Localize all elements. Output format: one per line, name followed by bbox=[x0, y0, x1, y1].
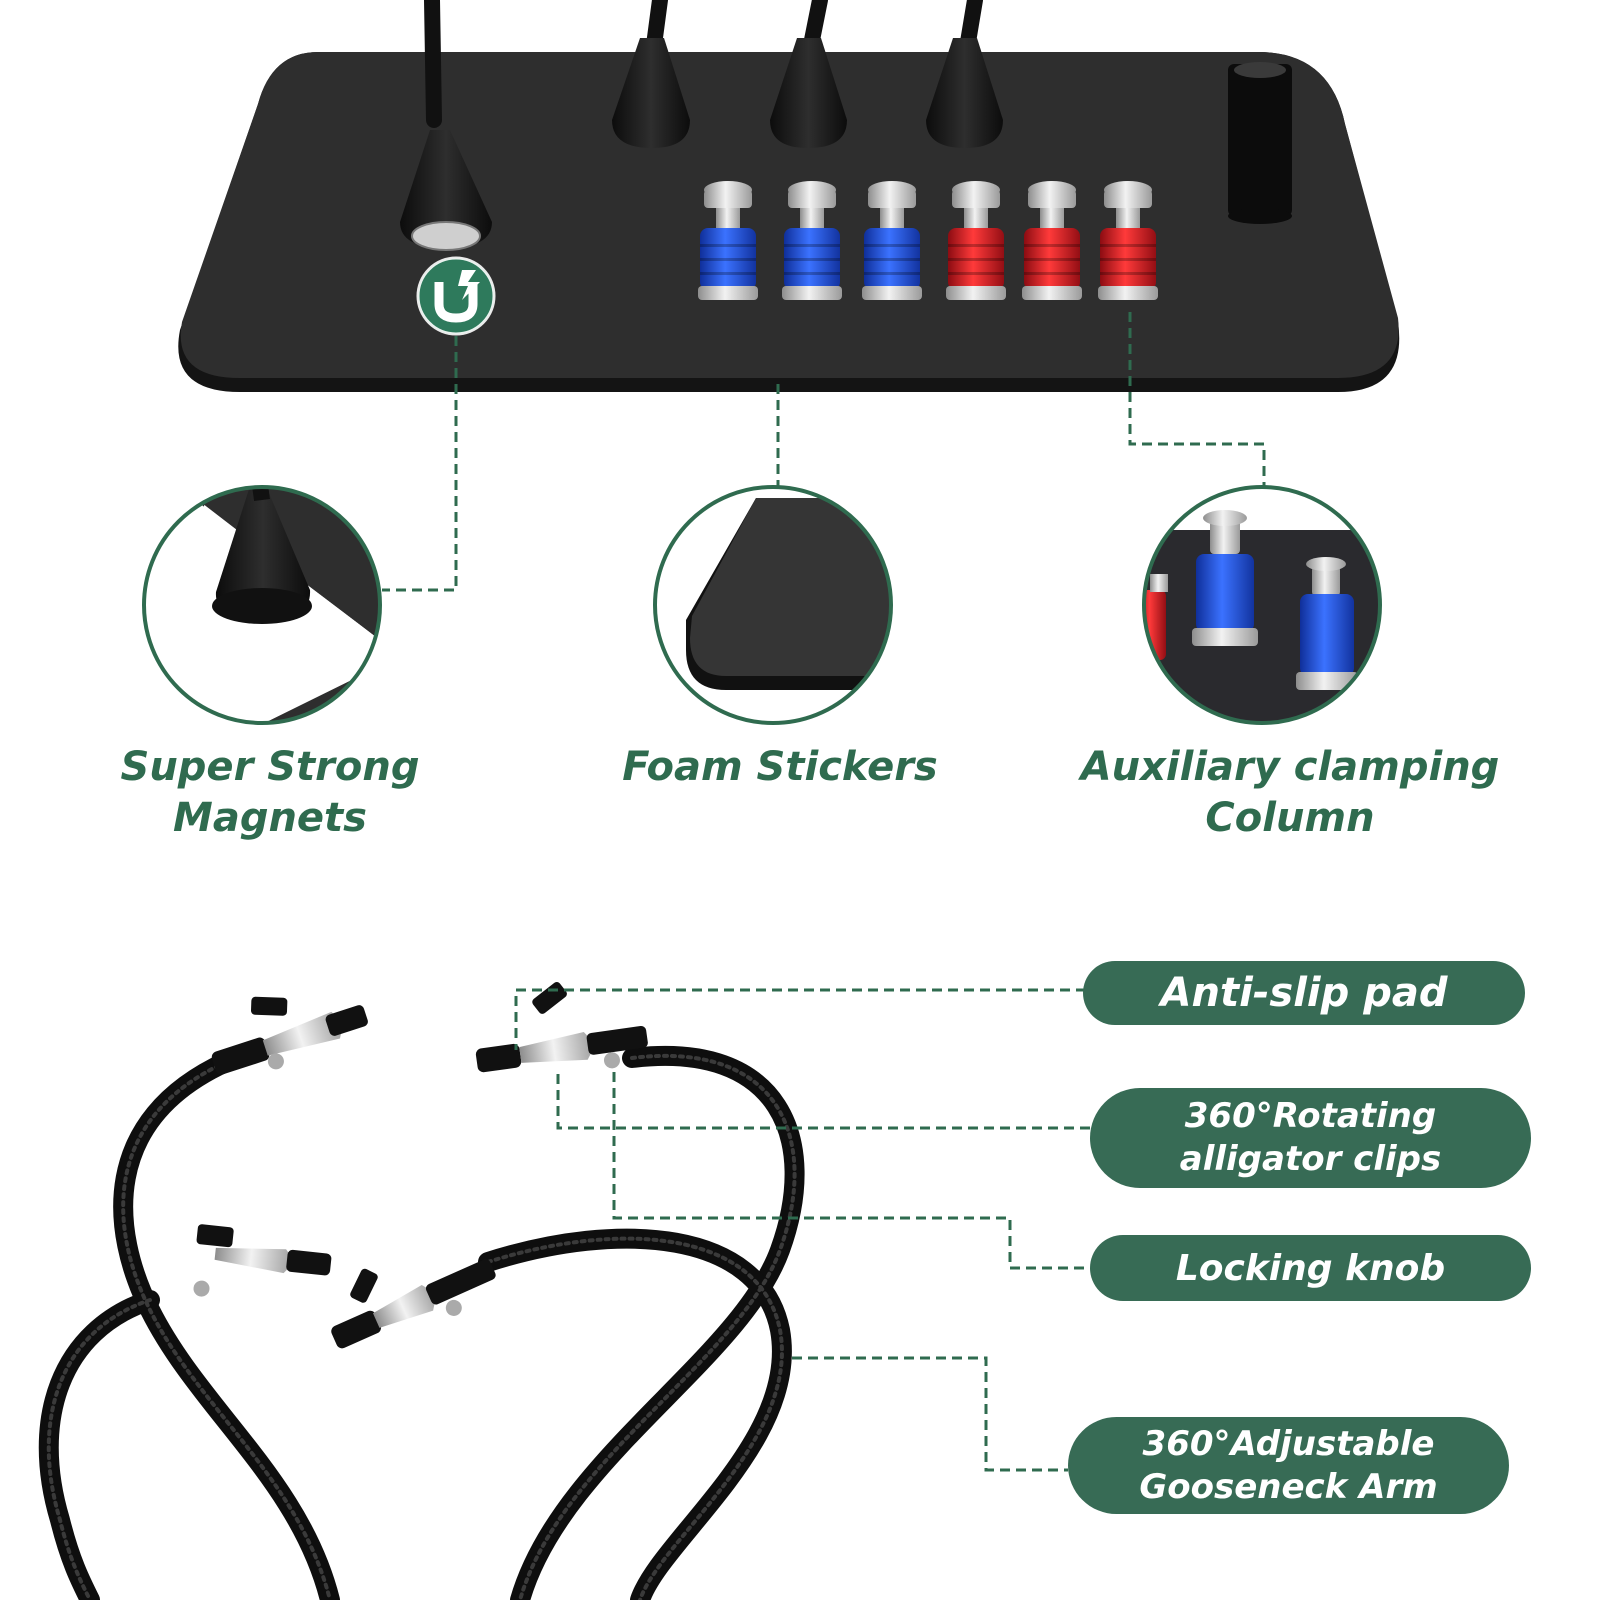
clamping-post bbox=[946, 181, 1006, 300]
rotating-clips-callout-line2: alligator clips bbox=[1179, 1139, 1442, 1179]
clamping-post bbox=[782, 181, 842, 300]
clamping-post bbox=[1022, 181, 1082, 300]
column-label-line2: Column bbox=[1205, 795, 1375, 841]
anti-slip-callout-text: Anti-slip pad bbox=[1160, 970, 1448, 1016]
detail-circle-column bbox=[1142, 485, 1382, 725]
gooseneck-callout-line2: Gooseneck Arm bbox=[1139, 1466, 1438, 1507]
detail-circle-magnets bbox=[142, 485, 382, 725]
gooseneck-callout: 360°Adjustable Gooseneck Arm bbox=[1068, 1417, 1509, 1514]
locking-knob-callout-text: Locking knob bbox=[1175, 1247, 1446, 1289]
bottom-connector-lines bbox=[514, 988, 1090, 1472]
anti-slip-callout: Anti-slip pad bbox=[1083, 961, 1525, 1025]
column-label: Auxiliary clamping Column bbox=[1060, 742, 1520, 844]
arm-socket-cones bbox=[400, 38, 1003, 251]
rotating-clips-callout-line1: 360°Rotating bbox=[1184, 1096, 1437, 1136]
foam-label-line1: Foam Stickers bbox=[622, 744, 938, 790]
detail-circle-foam bbox=[653, 485, 893, 725]
gooseneck-callout-line1: 360°Adjustable bbox=[1142, 1423, 1435, 1464]
alligator-clips bbox=[193, 981, 648, 1349]
clamping-post bbox=[862, 181, 922, 300]
magnets-label-line1: Super Strong bbox=[120, 744, 420, 790]
column-label-line1: Auxiliary clamping bbox=[1080, 744, 1500, 790]
magnets-label: Super Strong Magnets bbox=[100, 742, 440, 844]
clamping-post bbox=[1098, 181, 1158, 300]
foam-label: Foam Stickers bbox=[600, 742, 960, 793]
rotating-clips-callout: 360°Rotating alligator clips bbox=[1090, 1088, 1531, 1188]
top-connector-lines bbox=[382, 312, 1266, 592]
holder-tube bbox=[1228, 62, 1292, 224]
locking-knob-callout: Locking knob bbox=[1090, 1235, 1531, 1301]
clamping-posts bbox=[698, 181, 1158, 300]
gooseneck-arms bbox=[38, 1046, 805, 1600]
magnet-icon bbox=[416, 256, 496, 336]
clamping-post bbox=[698, 181, 758, 300]
magnets-label-line2: Magnets bbox=[173, 795, 367, 841]
